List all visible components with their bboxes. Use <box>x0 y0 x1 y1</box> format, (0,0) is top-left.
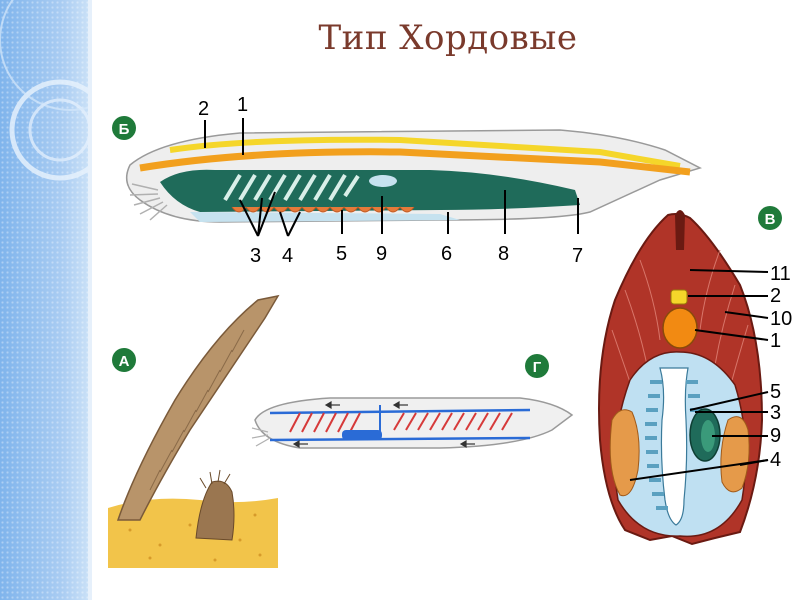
gonad-right <box>721 417 749 492</box>
panel-b-badge: Б <box>119 121 130 138</box>
panel-a-badge: А <box>119 353 130 370</box>
label-b-9: 9 <box>376 243 387 265</box>
label-b-1: 1 <box>237 94 248 116</box>
panel-v-badge: В <box>765 211 776 228</box>
neural-tube-v <box>671 290 687 304</box>
label-v-1: 1 <box>770 330 781 352</box>
label-v-3: 3 <box>770 402 781 424</box>
label-v-11: 11 <box>770 263 791 285</box>
label-b-8: 8 <box>498 243 509 265</box>
label-b-5: 5 <box>336 243 347 265</box>
label-b-4: 4 <box>282 245 293 267</box>
label-b-6: 6 <box>441 243 452 265</box>
label-b-7: 7 <box>572 245 583 267</box>
label-v-4: 4 <box>770 449 781 471</box>
panel-g-circulatory-system: Г <box>252 354 572 448</box>
panel-v-cross-section: В <box>599 206 792 544</box>
buried-lancelet-head <box>196 481 234 540</box>
label-b-3: 3 <box>250 245 261 267</box>
hepatic-vessel <box>342 430 382 440</box>
notochord-v <box>663 308 697 348</box>
label-v-10: 10 <box>770 308 792 330</box>
label-b-2: 2 <box>198 98 209 120</box>
label-v-5: 5 <box>770 381 781 403</box>
hepatic-outgrowth <box>369 175 397 187</box>
panel-v-number-labels: 11 2 10 1 5 3 9 4 <box>770 263 792 471</box>
label-v-9: 9 <box>770 425 781 447</box>
panel-b-lancelet-section: Б <box>112 94 700 267</box>
dorsal-fin-v <box>675 210 685 250</box>
label-v-2: 2 <box>770 285 781 307</box>
panel-a-lancelet-in-sand: А <box>108 296 278 568</box>
gonad-left <box>610 410 639 496</box>
panel-g-badge: Г <box>533 359 542 376</box>
